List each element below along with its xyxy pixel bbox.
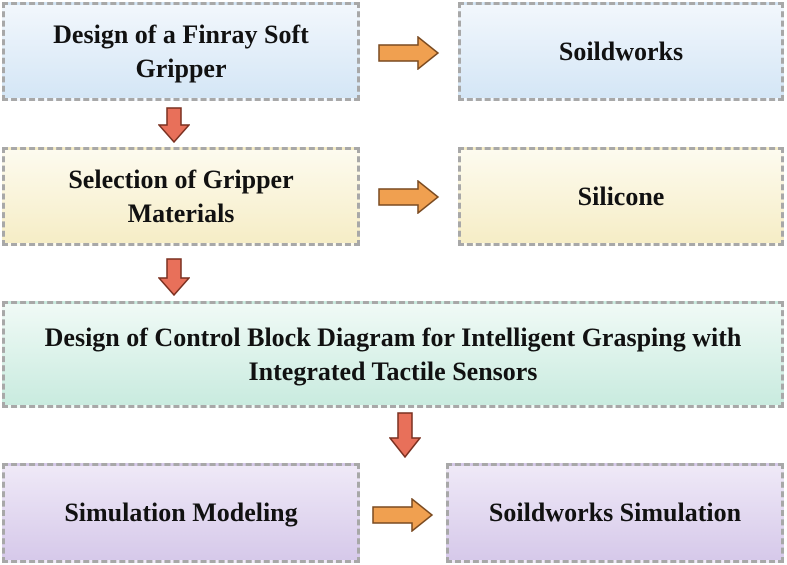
solidworks-simulation-box: Soildworks Simulation	[446, 463, 784, 563]
silicone-box: Silicone	[458, 147, 784, 246]
arrow-right-icon	[378, 36, 440, 70]
arrow-right-icon	[372, 498, 434, 532]
arrow-down-icon	[389, 412, 421, 458]
design-gripper-box: Design of a Finray Soft Gripper	[2, 2, 360, 101]
simulation-modeling-box: Simulation Modeling	[2, 463, 360, 563]
solidworks-simulation-label: Soildworks Simulation	[488, 498, 742, 527]
simulation-modeling-label: Simulation Modeling	[64, 498, 298, 527]
solidworks-box: Soildworks	[458, 2, 784, 101]
arrow-down-icon	[158, 258, 190, 296]
design-gripper-label: Design of a Finray Soft Gripper	[53, 19, 309, 83]
selection-materials-box: Selection of Gripper Materials	[2, 147, 360, 246]
control-diagram-label: Design of Control Block Diagram for Inte…	[44, 322, 742, 386]
selection-materials-label: Selection of Gripper Materials	[68, 164, 294, 228]
solidworks-label: Soildworks	[558, 36, 684, 66]
silicone-label: Silicone	[577, 181, 665, 211]
arrow-down-icon	[158, 107, 190, 143]
control-diagram-box: Design of Control Block Diagram for Inte…	[2, 301, 784, 408]
arrow-right-icon	[378, 180, 440, 214]
